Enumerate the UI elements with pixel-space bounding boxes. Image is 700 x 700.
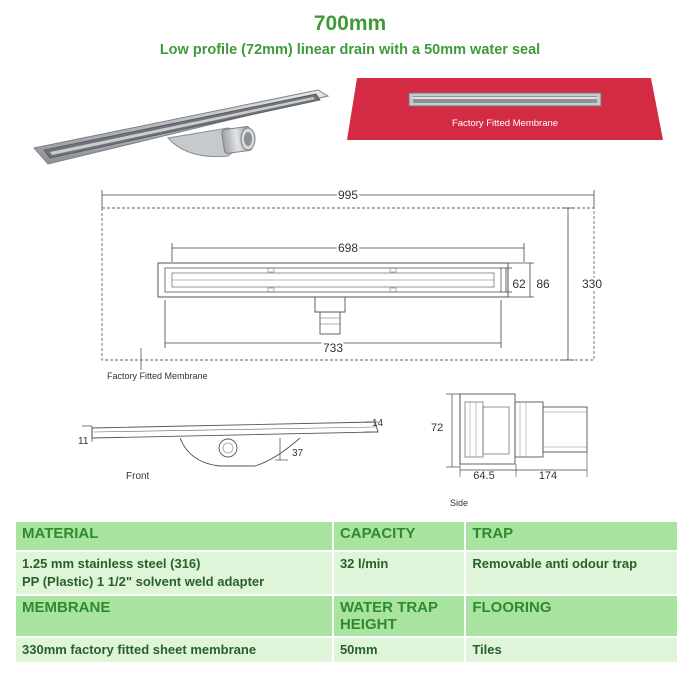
spec-header-row-2: MEMBRANE WATER TRAP HEIGHT FLOORING bbox=[16, 596, 677, 636]
front-outlet-circle bbox=[218, 438, 238, 458]
material-value: 1.25 mm stainless steel (316) PP (Plasti… bbox=[16, 552, 332, 594]
spec-value-row-2: 330mm factory fitted sheet membrane 50mm… bbox=[16, 638, 677, 662]
membrane-outline bbox=[101, 207, 595, 361]
dim-330-label: 330 bbox=[582, 277, 602, 291]
material-header: MATERIAL bbox=[16, 522, 332, 550]
dim-37-label: 37 bbox=[292, 448, 304, 459]
membrane-header: MEMBRANE bbox=[16, 596, 332, 636]
side-body bbox=[459, 393, 516, 465]
dim-72-label: 72 bbox=[431, 422, 443, 434]
side-caption: Side bbox=[450, 498, 468, 508]
plan-drain-outlet bbox=[314, 297, 346, 313]
dim-64-5-label: 64.5 bbox=[473, 470, 494, 482]
side-outlet-collar bbox=[514, 401, 544, 458]
spec-header-row-1: MATERIAL CAPACITY TRAP bbox=[16, 522, 677, 550]
water-trap-header-line-2: HEIGHT bbox=[339, 616, 397, 633]
membrane-photo: Factory Fitted Membrane bbox=[347, 78, 663, 140]
product-subtitle: Low profile (72mm) linear drain with a 5… bbox=[159, 42, 541, 58]
dim-11-label: 11 bbox=[78, 436, 89, 447]
trap-value: Removable anti odour trap bbox=[466, 552, 677, 594]
material-value-line-1: 1.25 mm stainless steel (316) bbox=[22, 556, 201, 571]
drain-photo bbox=[33, 89, 330, 165]
trap-header: TRAP bbox=[466, 522, 677, 550]
dim-inner-label: 698 bbox=[338, 241, 358, 255]
plan-membrane-caption: Factory Fitted Membrane bbox=[107, 371, 208, 381]
side-outlet-pipe bbox=[542, 406, 588, 453]
dim-overall-label: 995 bbox=[338, 188, 358, 202]
capacity-value: 32 l/min bbox=[333, 552, 465, 594]
dim-86-label: 86 bbox=[536, 277, 550, 291]
dim-body-label: 733 bbox=[323, 341, 343, 355]
plan-drawing: 995 330 698 62 86 733 Factory Fitted Mem… bbox=[101, 186, 604, 381]
membrane-sheet bbox=[347, 78, 663, 140]
flooring-header: FLOORING bbox=[466, 596, 677, 636]
water-trap-height-header: WATER TRAP HEIGHT bbox=[333, 596, 465, 636]
product-title: 700mm bbox=[313, 12, 387, 35]
material-value-line-2: PP (Plastic) 1 1/2" solvent weld adapter bbox=[22, 574, 265, 589]
spec-table: MATERIAL CAPACITY TRAP 1.25 mm stainless… bbox=[14, 520, 679, 664]
front-drain-body bbox=[179, 437, 301, 467]
membrane-photo-label: Factory Fitted Membrane bbox=[452, 118, 558, 129]
front-drain-profile bbox=[91, 421, 379, 439]
water-trap-value: 50mm bbox=[333, 638, 465, 662]
water-trap-header-line-1: WATER TRAP bbox=[339, 599, 439, 616]
spec-value-row-1: 1.25 mm stainless steel (316) PP (Plasti… bbox=[16, 552, 677, 594]
front-drawing: 11 14 37 Front bbox=[78, 418, 384, 482]
capacity-header: CAPACITY bbox=[333, 522, 465, 550]
membrane-value: 330mm factory fitted sheet membrane bbox=[16, 638, 332, 662]
side-drawing: 72 64.5 174 Side bbox=[431, 393, 588, 508]
dim-14-label: 14 bbox=[372, 418, 384, 429]
dim-174-label: 174 bbox=[539, 470, 557, 482]
plan-drain-outer bbox=[157, 262, 509, 298]
dim-62-label: 62 bbox=[512, 277, 526, 291]
flooring-value: Tiles bbox=[466, 638, 677, 662]
front-caption: Front bbox=[126, 471, 150, 482]
